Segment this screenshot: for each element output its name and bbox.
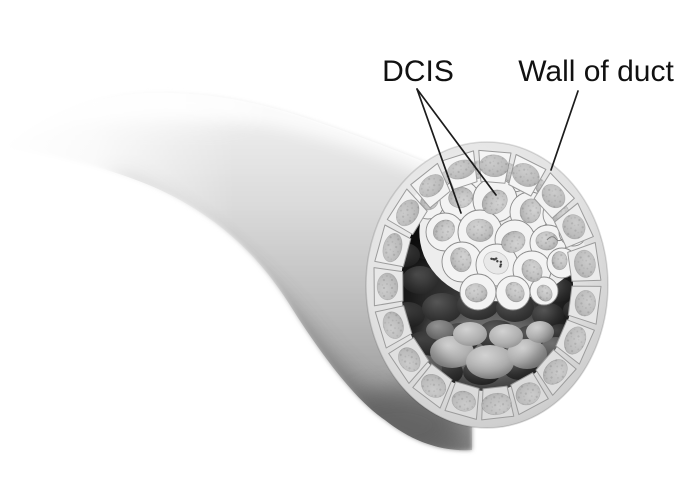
leader-line-dcis [416, 88, 497, 196]
nucleus-texture [396, 199, 420, 226]
label-wall-of-duct: Wall of duct [518, 55, 674, 88]
nucleus-texture [398, 347, 421, 372]
lumen-bump-light [453, 322, 487, 346]
nucleus-texture [465, 283, 488, 303]
nucleus-texture [382, 233, 403, 262]
lumen-bump-dark [422, 293, 462, 323]
lumen-bump-light [466, 345, 514, 379]
nucleus-texture [447, 159, 476, 180]
nucleus-texture [536, 284, 553, 302]
nucleus-texture [383, 311, 404, 339]
nucleus-texture [450, 247, 472, 272]
nucleus-texture [562, 214, 586, 240]
duct-cross-section [365, 141, 609, 429]
mitotic-chromatin-dot [490, 257, 493, 260]
nucleus-texture [377, 273, 398, 300]
nucleus-texture [543, 359, 568, 385]
nucleus-texture [574, 290, 596, 317]
nucleus-texture [541, 184, 566, 208]
mitotic-chromatin-dot [499, 263, 503, 266]
cell-membrane-squiggle [546, 236, 566, 242]
nucleus-texture [505, 282, 525, 302]
nucleus-texture [448, 187, 473, 208]
nucleus-texture [520, 198, 541, 223]
label-dcis: DCIS [382, 55, 454, 88]
nucleus-texture [466, 219, 494, 242]
mitotic-chromatin-dot [499, 265, 502, 268]
mitotic-chromatin-dot [499, 260, 503, 264]
nucleus-texture [564, 326, 586, 355]
duct-wall-cell-ring [373, 149, 602, 421]
nucleus-texture [481, 393, 512, 415]
nucleus-texture [501, 231, 526, 253]
nucleus-texture [479, 154, 509, 177]
duct-tube-body [6, 92, 472, 451]
nucleus-texture [515, 382, 541, 405]
lumen-bump-mid [426, 320, 454, 340]
nucleus-texture [551, 251, 568, 270]
nucleus-texture [574, 250, 596, 278]
lumen-bump-light [526, 321, 554, 343]
mitotic-chromatin-dot [496, 260, 499, 263]
tube-tail-fade [0, 70, 235, 460]
mitotic-chromatin-dot [493, 258, 496, 261]
leader-lines [416, 88, 579, 214]
nucleus-texture [512, 163, 540, 187]
lumen-bump-light [489, 324, 523, 348]
nucleus-texture [451, 391, 476, 412]
nucleus-texture [521, 259, 543, 282]
nucleus-texture [482, 189, 508, 215]
cut-face-outline [365, 141, 609, 429]
nucleus-texture [421, 374, 446, 398]
dcis-mitotic-nucleus [483, 251, 509, 275]
leader-line-dcis [416, 88, 462, 214]
nucleus-texture [419, 174, 444, 198]
nucleus-texture [433, 219, 455, 242]
leader-line-wall_of_duct [550, 90, 579, 171]
